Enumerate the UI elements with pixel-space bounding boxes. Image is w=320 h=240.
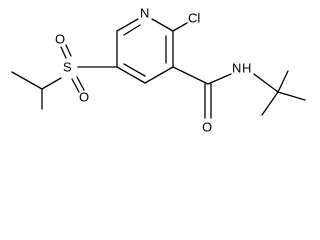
pyridine-ring (116, 18, 174, 84)
chlorine-label: Cl (188, 10, 200, 25)
bond-ch-ch3-top (11, 71, 43, 90)
bond-c6-n (116, 18, 139, 32)
bond-cq-me-right (277, 91, 306, 101)
sulfonyl-oxygen-upper-label: O (55, 31, 65, 46)
bond-carbonyl-n (207, 73, 232, 85)
amide-hydrogen-label: H (242, 60, 251, 75)
bond-s-o-lower-b (71, 78, 80, 93)
bond-double-c4-c5-inner (123, 63, 146, 77)
bond-cq-me-bottom (261, 91, 279, 116)
structure-canvas: N Cl S O O N H O (11, 5, 306, 134)
bond-cq-me-top (277, 70, 289, 93)
bond-n-cq (253, 73, 279, 93)
bond-s-o-upper-a (60, 46, 67, 59)
bond-c4-c5 (116, 66, 146, 84)
bond-s-ch (41, 77, 62, 90)
bond-n-c2 (151, 18, 174, 32)
sulfonyl-oxygen-lower-label: O (79, 89, 89, 104)
bond-double-c6-n-inner (123, 24, 141, 36)
molecule-structure: N Cl S O O N H O (11, 5, 306, 134)
pyridine-nitrogen-label: N (140, 5, 149, 20)
bond-s-o-upper-b (65, 44, 72, 57)
bond-c2-cl (172, 22, 188, 32)
carbonyl-oxygen-label: O (202, 119, 212, 134)
bond-c3-c4 (144, 66, 174, 84)
amide-nitrogen-label: N (232, 60, 241, 75)
bond-c3-carbonyl (172, 66, 209, 85)
sulfonyl-group (11, 44, 118, 110)
sulfur-label: S (63, 59, 72, 74)
amide-group (172, 66, 306, 119)
bond-s-o-lower-a (76, 76, 85, 91)
